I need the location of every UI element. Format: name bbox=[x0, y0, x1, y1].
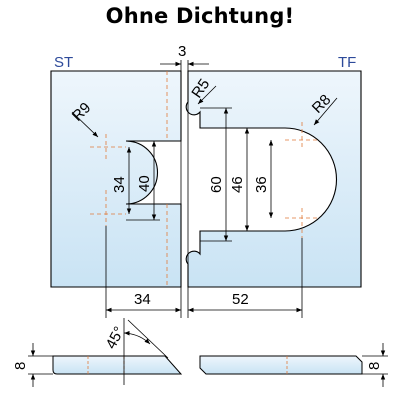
left-thickness-label: 8 bbox=[12, 362, 29, 370]
gap-edges bbox=[180, 71, 189, 287]
right-plate bbox=[185, 70, 362, 288]
r8-leader bbox=[313, 97, 338, 126]
left-side-view bbox=[52, 355, 183, 375]
page-title: Ohne Dichtung! bbox=[105, 4, 295, 28]
right-vertical-dimensions bbox=[200, 107, 274, 242]
left-width-label: 34 bbox=[134, 291, 151, 308]
right-inner-height-label: 36 bbox=[253, 176, 270, 193]
r9-leader bbox=[71, 111, 99, 138]
left-outer-height-label: 40 bbox=[136, 175, 153, 192]
right-middle-height-label: 46 bbox=[229, 176, 246, 193]
left-thickness-dimension bbox=[28, 343, 53, 387]
left-vertical-dimensions bbox=[126, 141, 160, 221]
gap-dimension bbox=[160, 60, 209, 71]
right-side-view bbox=[199, 355, 363, 375]
right-thickness-label: 8 bbox=[366, 362, 383, 370]
r5-leader bbox=[197, 85, 217, 105]
bevel-angle-dimension bbox=[123, 318, 169, 385]
right-width-label: 52 bbox=[232, 291, 249, 308]
centerlines bbox=[90, 71, 318, 287]
left-part-label: ST bbox=[54, 54, 73, 71]
width-dimensions bbox=[105, 226, 303, 318]
right-part-label: TF bbox=[338, 54, 356, 71]
left-inner-height-label: 34 bbox=[111, 176, 128, 193]
gap-label: 3 bbox=[178, 43, 186, 60]
right-thickness-dimension bbox=[362, 343, 388, 387]
right-outer-height-label: 60 bbox=[208, 176, 225, 193]
